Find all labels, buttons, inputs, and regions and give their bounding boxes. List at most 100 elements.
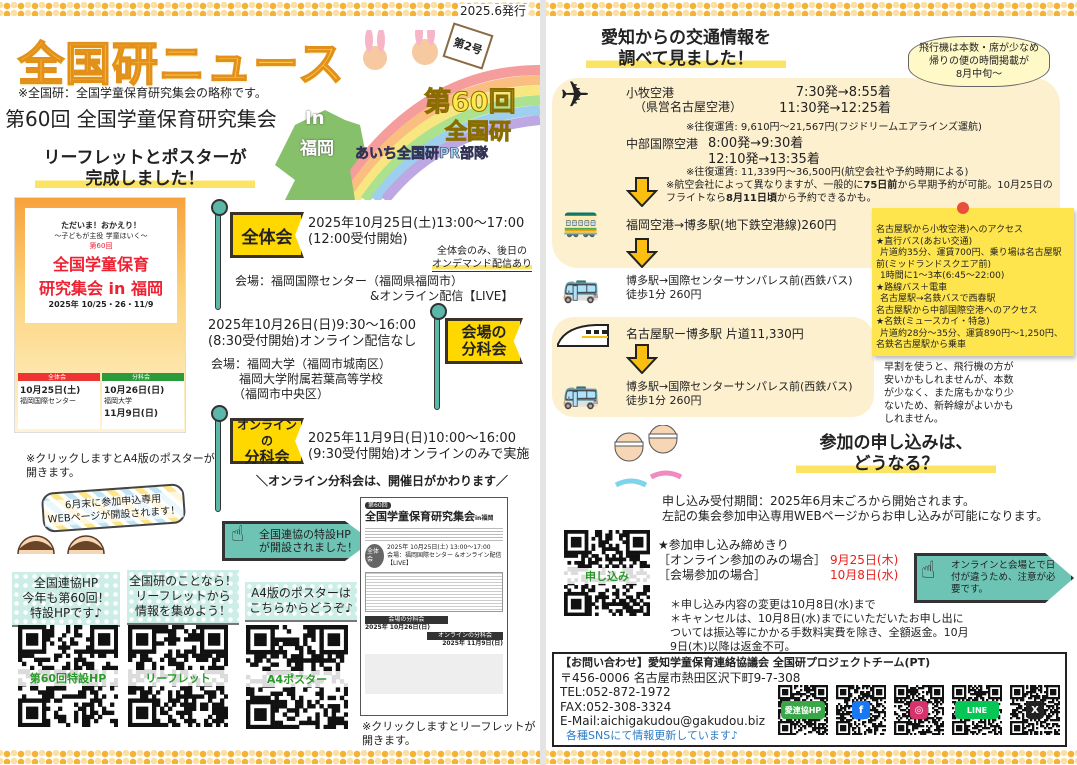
label-line: 情報を集めよう！ (134, 604, 231, 618)
venue-line: &オンライン配信【LIVE】 (370, 289, 514, 303)
poster-place: 福岡国際センター (20, 397, 76, 405)
label-line: 特設HPです♪ (30, 606, 102, 620)
sticky-line: ★名鉄(ミュースカイ・特急) (876, 317, 990, 327)
note-text: フライトなら (666, 193, 726, 204)
label-line: 今年も第60回！ (22, 591, 110, 605)
qr-code-poster[interactable]: A4ポスター (246, 625, 349, 730)
right-page: 愛知からの交通情報を 調べて見ました！ 飛行機は本数・席が少なめ帰りの便の時間掲… (546, 0, 1077, 765)
flight-time: 12:10発→13:35着 (708, 152, 820, 167)
contact-box: 【お問い合わせ】愛知学童保育連絡協議会 全国研プロジェクトチーム(PT) 〒45… (552, 652, 1067, 747)
poster-place: 福岡大学 (104, 397, 132, 405)
heading-line: 完成しました！ (35, 169, 255, 190)
flight-time: 8:00発→9:30着 (708, 136, 804, 151)
sticky-line: 名鉄名古屋駅から乗車 (876, 340, 967, 350)
heading-line: 調べて見ました！ (586, 49, 786, 70)
pushpin-icon (957, 202, 969, 214)
poster-thumbnail-link[interactable]: ただいま！おかえり！ 〜子どもが主役 学童ほいく〜 第60回 全国学童保育 研究… (14, 197, 186, 433)
note-line: ついては振込等にかかる手数料実費を除き、全額返金。10月 (670, 626, 969, 639)
sns-qr-facebook[interactable]: f (836, 685, 887, 736)
arrow-line: 付が違うため、注意が必 (951, 572, 1056, 583)
note-text: から予約できるかも。 (776, 193, 877, 204)
left-page: 2025.6発行 全国研ニュース ※全国研：全国学童保育研究集会の略称です。 第… (0, 0, 540, 765)
session-datetime: 2025年10月25日(土)13:00〜17:00 (308, 216, 525, 231)
arrow-line: オンラインと会場とで日 (951, 560, 1056, 571)
label-line: A4版のポスターは (251, 586, 351, 600)
sticky-line: 片道約28分〜35分、運賃890円〜1,250円、 (880, 328, 1063, 339)
flight-time: 7:30発→8:55着 (795, 85, 891, 100)
komaki-airport-name: 小牧空港 (626, 86, 675, 100)
ondemand-note: 全体会のみ、後日の オンデマンド配信あり (432, 245, 532, 272)
arrow-down-icon (626, 238, 658, 268)
apply-heading: 参加の申し込みは、 どうなる？ (796, 433, 996, 475)
abbr-note: ※全国研：全国学童保育研究集会の略称です。 (18, 86, 267, 100)
pointing-hand-icon: ☝ (231, 522, 245, 547)
session-general: 2025年10月25日(土)13:00〜17:00 (12:00受付開始) (308, 216, 524, 248)
heading-line: どうなる？ (796, 454, 996, 475)
sticky-line: 名古屋駅から小牧空港)へのアクセス (876, 225, 1024, 235)
bus-route-1: 博多駅→国際センターサンパレス前(西鉄バス)徒歩1分 260円 (626, 274, 853, 302)
route-line: 徒歩1分 260円 (626, 394, 702, 407)
qr-code-leaflet[interactable]: リーフレット (128, 625, 229, 728)
session-datetime: 2025年10月26日(日)9:30〜16:00 (208, 318, 416, 333)
period-line: 左記の集会参加申込専用WEBページからお申し込みが可能になります。 (662, 509, 1049, 523)
route-line: 徒歩1分 260円 (626, 288, 702, 301)
instagram-icon: ◎ (910, 701, 928, 719)
note-line: 開きます。 (362, 734, 416, 747)
poster-tagline: 〜子どもが主役 学童ほいく〜 (54, 232, 148, 240)
session-datetime: 2025年11月9日(日)10:00〜16:00 (308, 431, 516, 446)
bubble-line: 8月中旬〜 (955, 69, 1003, 80)
line-icon: LINE (955, 701, 999, 719)
flag-label: オンラインの (236, 418, 297, 448)
chubu-airport-name: 中部国際空港 (626, 137, 699, 151)
chubu-fare: ※往復運賃: 11,339円〜36,500円(航空会社や予約時期による) (686, 167, 969, 178)
flag-label: 会場の (461, 323, 507, 341)
traffic-heading: 愛知からの交通情報を 調べて見ました！ (586, 28, 786, 70)
qr-caption: 申し込み (564, 567, 650, 584)
apply-qr-code[interactable]: 申し込み (564, 530, 651, 617)
note-bold: 75日前 (863, 180, 898, 191)
sticky-line: 片道約35分、運賃700円、乗り場は名古屋駅 (880, 248, 1062, 258)
qr-label-leaflet: 全国研のことなら！リーフレットから情報を集めよう！ (127, 570, 239, 625)
session-online: 2025年11月9日(日)10:00〜16:00 (9:30受付開始)オンライン… (308, 431, 529, 463)
sticky-line: 名古屋駅→名鉄バスで西春駅 (880, 294, 996, 304)
facebook-icon: f (852, 701, 870, 719)
sns-qr-line[interactable]: LINE (952, 685, 1003, 736)
note-line: ないため、新幹線がよいかも (884, 401, 1014, 412)
arrow-line: 要です。 (951, 584, 989, 595)
deadline-block: ★参加申し込み締めきり ［オンライン参加のみの場合］9月25日(木) ［会場参加… (658, 538, 898, 583)
session-reception: (9:30受付開始)オンラインのみで実施 (308, 447, 530, 462)
sticky-line: 前(ミッドランドスクエア前) (876, 259, 992, 270)
poster-sec: 全体会 (48, 374, 67, 381)
poster-dates: 2025年 10/25・26・11/9 (48, 300, 154, 309)
note-line: 開きます。 (26, 466, 80, 479)
deadline-date: 9月25日(木) (830, 553, 899, 567)
subway-icon: 🚃 (562, 204, 600, 239)
qr-caption: リーフレット (128, 669, 228, 686)
leaflet-in: in福岡 (475, 515, 494, 522)
qr-code-special-hp[interactable]: 第60回特設HP (18, 625, 119, 728)
sns-qr-instagram[interactable]: ◎ (894, 685, 945, 736)
bubble-line: 帰りの便の時間掲載が (929, 56, 1029, 67)
poster-date: 10月25日(土) (20, 386, 81, 396)
flag-label: 分科会 (461, 340, 507, 358)
bottom-dot-border (0, 750, 540, 764)
poster-note: ※クリックしますとA4版のポスターが 開きます。 (26, 452, 215, 480)
x-icon: X (1026, 701, 1044, 719)
badge-zenkokuken: 全国研 (444, 120, 512, 146)
sns-qr-x[interactable]: X (1010, 685, 1061, 736)
sns-note: 各種SNSにて情報更新しています♪ (566, 728, 738, 742)
leaflet-date: 2025年 11月9日(日) (442, 640, 503, 647)
running-kids-illustration (614, 425, 683, 488)
sns-qr-home[interactable]: 愛連協HP (778, 685, 829, 736)
flag-online-session: オンラインの分科会 (230, 418, 304, 464)
label-line: 全国研のことなら！ (129, 574, 237, 588)
contact-email-link[interactable]: E-Mail:aichigakudou@gakudou.biz (560, 714, 766, 728)
session-reception: (8:30受付開始)オンライン配信なし (208, 334, 417, 349)
venue-line: 会場：福岡国際センター（福岡県福岡市） (235, 274, 464, 288)
note-line: ＊キャンセルは、10月8日(水)までにいただいたお申し出に (670, 612, 964, 625)
webpage-open-bubble: 6月末に参加申込専用 WEBページが開設されます！ (40, 483, 187, 533)
note-line: が少なく、また席もかなり少 (884, 388, 1014, 399)
